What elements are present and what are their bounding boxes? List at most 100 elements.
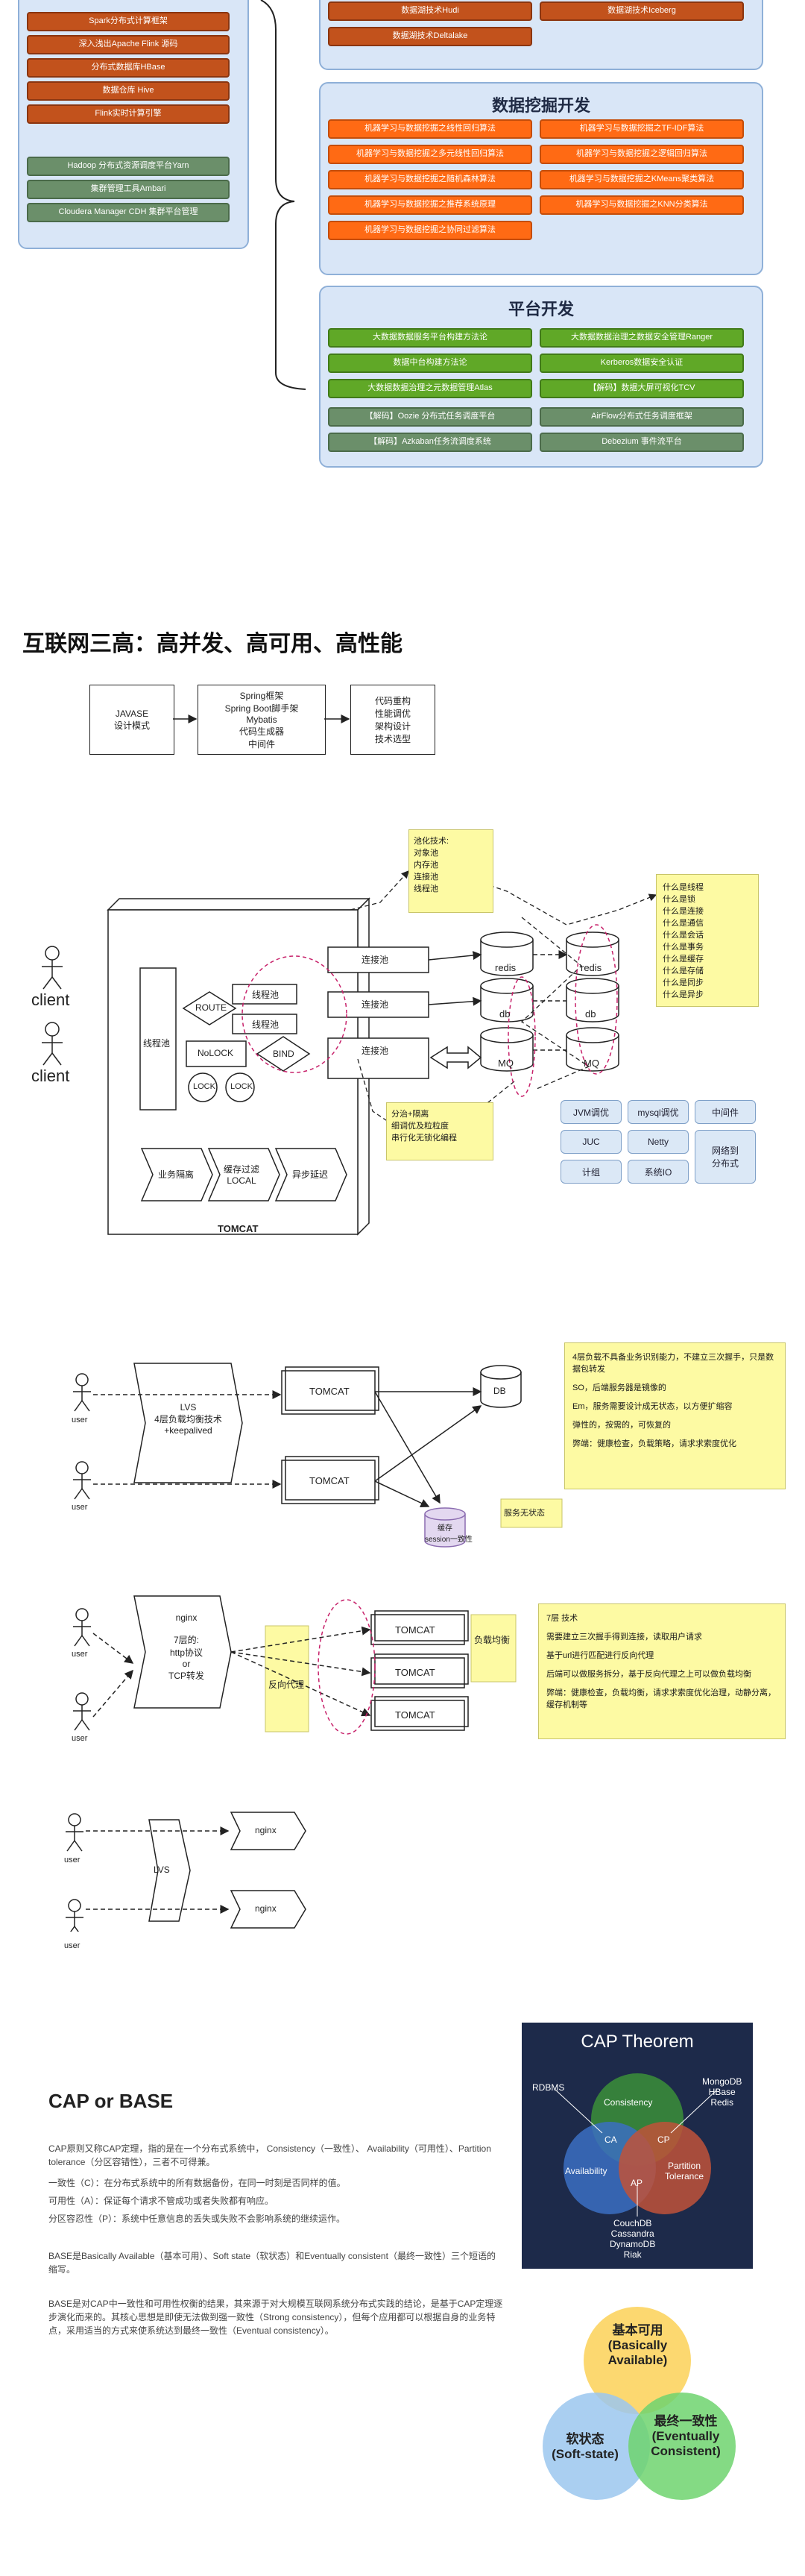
route-label: ROUTE: [195, 1002, 227, 1013]
tech-tag: mysql调优: [628, 1100, 689, 1124]
note-line: 基于url进行匹配进行反向代理: [546, 1651, 654, 1660]
tech-tag: JUC: [561, 1130, 622, 1154]
tomcat-1: TOMCAT: [309, 1386, 350, 1397]
lb-user-2: user: [72, 1503, 88, 1512]
tech-tag: 系统IO: [628, 1160, 689, 1184]
store-redis-2: redis: [581, 962, 602, 973]
lb-diagram-lvs: [66, 1363, 563, 1932]
mining-item: 机器学习与数据挖掘之逻辑回归算法: [540, 145, 744, 164]
tech-tag: Netty: [628, 1130, 689, 1154]
mining-item: 机器学习与数据挖掘之随机森林算法: [328, 170, 532, 189]
thread-pool-a: 线程池: [252, 990, 280, 1000]
note-line: SO，后端服务器是镜像的: [572, 1383, 666, 1392]
nginx-small-1: nginx: [255, 1825, 277, 1835]
tomcat-label: TOMCAT: [218, 1223, 259, 1234]
mining-item: 机器学习与数据挖掘之线性回归算法: [328, 119, 532, 139]
what-is-note: 什么是线程 什么是锁 什么是连接 什么是通信 什么是会话 什么是事务 什么是缓存…: [656, 874, 759, 1007]
flow-box-javase: JAVASE 设计模式: [89, 685, 174, 755]
lock-label-2: LOCK: [230, 1082, 253, 1091]
lb-user-5: user: [64, 1856, 80, 1865]
cap-para-3: 可用性（A）：保证每个请求不管成功或者失败都有响应。: [48, 2196, 274, 2206]
platform-green-item: Kerberos数据安全认证: [540, 354, 744, 373]
session-label: 缓存 session一致性: [425, 1524, 473, 1544]
store-db-2: db: [585, 1008, 596, 1020]
cap-title: CAP or BASE: [48, 2090, 174, 2112]
flow-arrows: [173, 714, 350, 723]
left-red-item: 深入浅出Apache Flink 源码: [27, 35, 230, 54]
conn-pool-1: 连接池: [362, 955, 389, 965]
cp-systems-label: MongoDB HBase Redis: [702, 2076, 742, 2108]
note-line: 7层 技术: [546, 1614, 578, 1623]
note-line: 4层负载不具备业务识别能力，不建立三次握手，只是数据包转发: [572, 1353, 774, 1374]
internet-section-title: 互联网三高：高并发、高可用、高性能: [22, 632, 402, 656]
overlap-cp: CP: [657, 2134, 670, 2145]
left-dark-item: 集群管理工具Ambari: [27, 180, 230, 199]
circle-availability: Availability: [565, 2166, 607, 2176]
nolock-label: NoLOCK: [198, 1048, 234, 1058]
lb-note-label: 负载均衡: [474, 1635, 511, 1645]
left-red-item: Spark分布式计算框架: [27, 12, 230, 31]
mining-item: 机器学习与数据挖掘之KNN分类算法: [540, 195, 744, 215]
tech-tag: 中间件: [695, 1100, 756, 1124]
tech-tag: 计组: [561, 1160, 622, 1184]
db-label: DB: [493, 1386, 506, 1396]
lb-user-1: user: [72, 1416, 88, 1424]
conn-pool-2: 连接池: [362, 999, 389, 1010]
cap-theorem-title: CAP Theorem: [581, 2032, 694, 2052]
note-line: 弊端：健康检查，负载策略，请求求索度优化: [572, 1439, 736, 1448]
layer4-note: 4层负载不具备业务识别能力，不建立三次握手，只是数据包转发 SO，后端服务器是镜像…: [564, 1342, 786, 1489]
left-red-item: 数据仓库 Hive: [27, 81, 230, 101]
base-eventually-consistent: 最终一致性 (Eventually Consistent): [651, 2414, 721, 2458]
tomcat-4: TOMCAT: [395, 1667, 435, 1678]
note-line: Em，服务需要设计成无状态，以方便扩缩容: [572, 1402, 733, 1411]
overlap-ca: CA: [604, 2134, 617, 2145]
mining-item: 机器学习与数据挖掘之KMeans聚类算法: [540, 170, 744, 189]
mining-item: 机器学习与数据挖掘之TF-IDF算法: [540, 119, 744, 139]
nginx-small-2: nginx: [255, 1903, 277, 1914]
datalake-item: 数据湖技术Hudi: [328, 1, 532, 21]
split-note: 分治+隔离 细调优及粒粒度 串行化无锁化编程: [386, 1102, 493, 1160]
note-line: 弊端：健康检查，负载均衡，请求求索度优化治理，动静分离，缓存机制等: [546, 1688, 776, 1709]
circle-consistency: Consistency: [604, 2097, 653, 2108]
client-label-2: client: [31, 1066, 70, 1085]
layer7-note: 7层 技术需要建立三次握手得到连接，读取用户请求基于url进行匹配进行反向代理后…: [538, 1603, 786, 1739]
conn-pool-3: 连接池: [362, 1046, 389, 1056]
lb-user-4: user: [72, 1734, 88, 1743]
tech-tag: JVM调优: [561, 1100, 622, 1124]
cap-venn: [555, 2073, 718, 2217]
pipe-label-2: 缓存过滤 LOCAL: [224, 1164, 260, 1186]
store-db-1: db: [499, 1008, 511, 1020]
bracket-connector: [260, 0, 306, 390]
pipe-label-3: 异步延迟: [292, 1169, 329, 1180]
bind-label: BIND: [273, 1049, 294, 1059]
platform-dark-item: 【解码】Oozie 分布式任务调度平台: [328, 407, 532, 427]
cap-para-1: CAP原则又称CAP定理，指的是在一个分布式系统中， Consistency（一…: [48, 2143, 491, 2167]
mining-item: 机器学习与数据挖掘之协同过滤算法: [328, 221, 532, 240]
high-concurrency-diagram: [42, 870, 657, 1236]
platform-green-item: 【解码】数据大屏可视化TCV: [540, 379, 744, 398]
platform-green-item: 大数据数据服务平台构建方法论: [328, 328, 532, 348]
base-basically-available: 基本可用 (Basically Available): [607, 2323, 668, 2367]
platform-green-item: 数据中台构建方法论: [328, 354, 532, 373]
lb-user-3: user: [72, 1650, 88, 1659]
note-line: 后端可以做服务拆分，基于反向代理之上可以做负载均衡: [546, 1670, 751, 1679]
store-redis-1: redis: [495, 962, 517, 973]
platform-dark-item: 【解码】Azkaban任务流调度系统: [328, 433, 532, 452]
flow-box-optimize: 代码重构 性能调优 架构设计 技术选型: [350, 685, 435, 755]
rdbms-label: RDBMS: [532, 2082, 565, 2093]
tech-tag: 网络到 分布式: [695, 1130, 756, 1184]
mining-item: 机器学习与数据挖掘之多元线性回归算法: [328, 145, 532, 164]
cap-para-6: BASE是对CAP中一致性和可用性权衡的结果，其来源于对大规模互联网系统分布式实…: [48, 2299, 503, 2336]
cap-para-5: BASE是Basically Available（基本可用）、Soft stat…: [48, 2251, 496, 2275]
base-venn: [543, 2307, 736, 2500]
thread-pool-label: 线程池: [143, 1038, 171, 1049]
note-line: 需要建立三次握手得到连接，读取用户请求: [546, 1633, 702, 1642]
cap-para-4: 分区容忍性（P）：系统中任意信息的丢失或失败不会影响系统的继续运作。: [48, 2214, 346, 2224]
platform-title: 平台开发: [508, 300, 574, 318]
left-dark-item: Cloudera Manager CDH 集群平台管理: [27, 203, 230, 222]
flow-box-spring: Spring框架 Spring Boot脚手架 Mybatis 代码生成器 中间…: [198, 685, 326, 755]
lb-user-6: user: [64, 1941, 80, 1950]
ap-systems-label: CouchDB Cassandra DynamoDB Riak: [610, 2218, 656, 2260]
datalake-item: 数据湖技术Iceberg: [540, 1, 744, 21]
tomcat-5: TOMCAT: [395, 1709, 435, 1721]
